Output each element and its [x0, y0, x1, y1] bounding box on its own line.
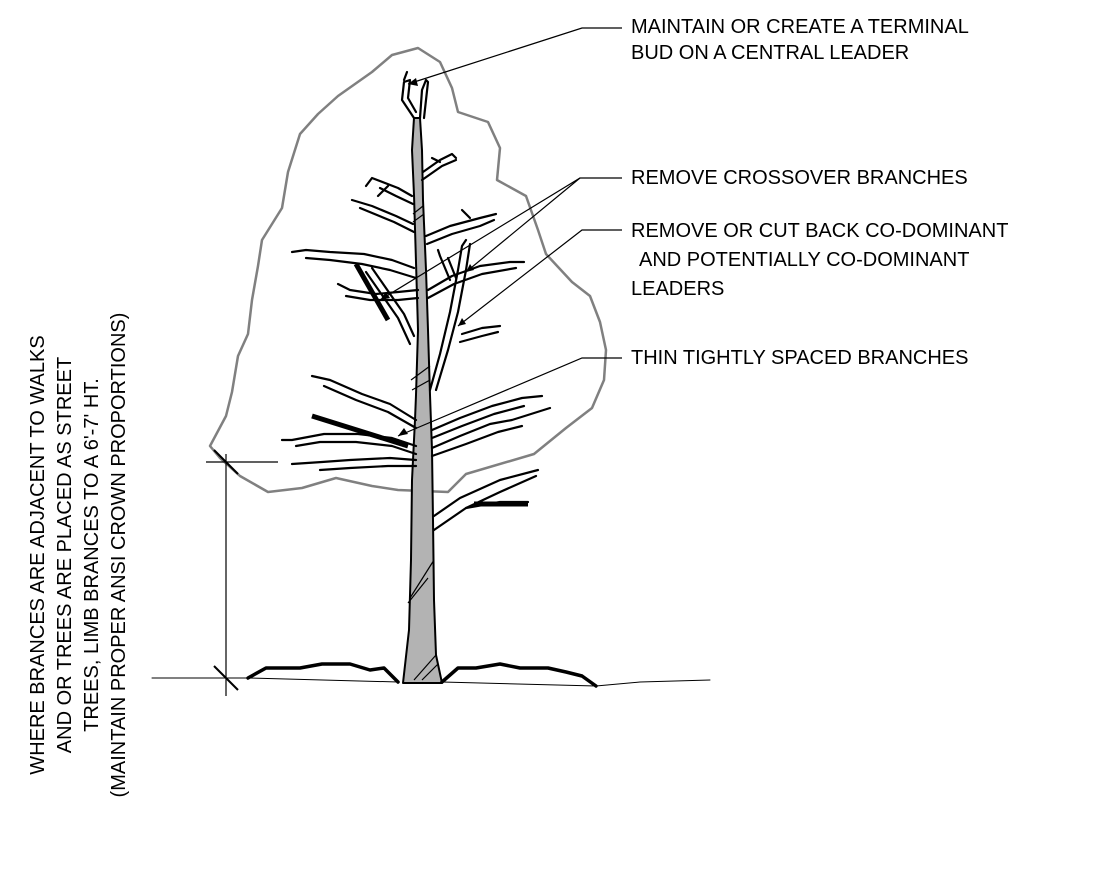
- height-dimension: [206, 449, 278, 696]
- callout-terminal-bud: MAINTAIN OR CREATE A TERMINAL BUD ON A C…: [631, 14, 969, 66]
- clearance-note-line1: WHERE BRANCES ARE ADJACENT TO WALKS: [27, 335, 49, 775]
- callout-thin: THIN TIGHTLY SPACED BRANCHES: [631, 345, 968, 371]
- callout-terminal-bud-line1: MAINTAIN OR CREATE A TERMINAL: [631, 16, 969, 38]
- branches: [280, 152, 552, 532]
- callout-crossover-line1: REMOVE CROSSOVER BRANCHES: [631, 167, 968, 189]
- crown-outline: [208, 46, 608, 494]
- central-leader-top: [400, 70, 430, 120]
- clearance-note-line3: TREES, LIMB BRANCES TO A 6'-7' HT.: [81, 378, 103, 732]
- trunk-hatching: [407, 205, 439, 681]
- clearance-note: WHERE BRANCES ARE ADJACENT TO WALKS AND …: [25, 240, 133, 870]
- callout-codominant-line1: REMOVE OR CUT BACK CO-DOMINANT: [631, 220, 1009, 242]
- callout-codominant: REMOVE OR CUT BACK CO-DOMINANT AND POTEN…: [631, 217, 1008, 304]
- callout-codominant-line2: AND POTENTIALLY CO-DOMINANT: [639, 249, 970, 271]
- clearance-note-line4: (MAINTAIN PROPER ANSI CROWN PROPORTIONS): [108, 312, 130, 798]
- leader-arrowheads: [380, 78, 474, 436]
- leader-lines: [379, 27, 622, 437]
- bold-branches: [311, 262, 528, 507]
- callout-terminal-bud-line2: BUD ON A CENTRAL LEADER: [631, 42, 910, 64]
- callout-thin-line1: THIN TIGHTLY SPACED BRANCHES: [631, 347, 969, 369]
- callout-crossover: REMOVE CROSSOVER BRANCHES: [631, 165, 968, 191]
- callout-codominant-line3: LEADERS: [631, 278, 725, 300]
- clearance-note-line2: AND OR TREES ARE PLACED AS STREET: [54, 356, 76, 754]
- ground-line: [151, 662, 711, 688]
